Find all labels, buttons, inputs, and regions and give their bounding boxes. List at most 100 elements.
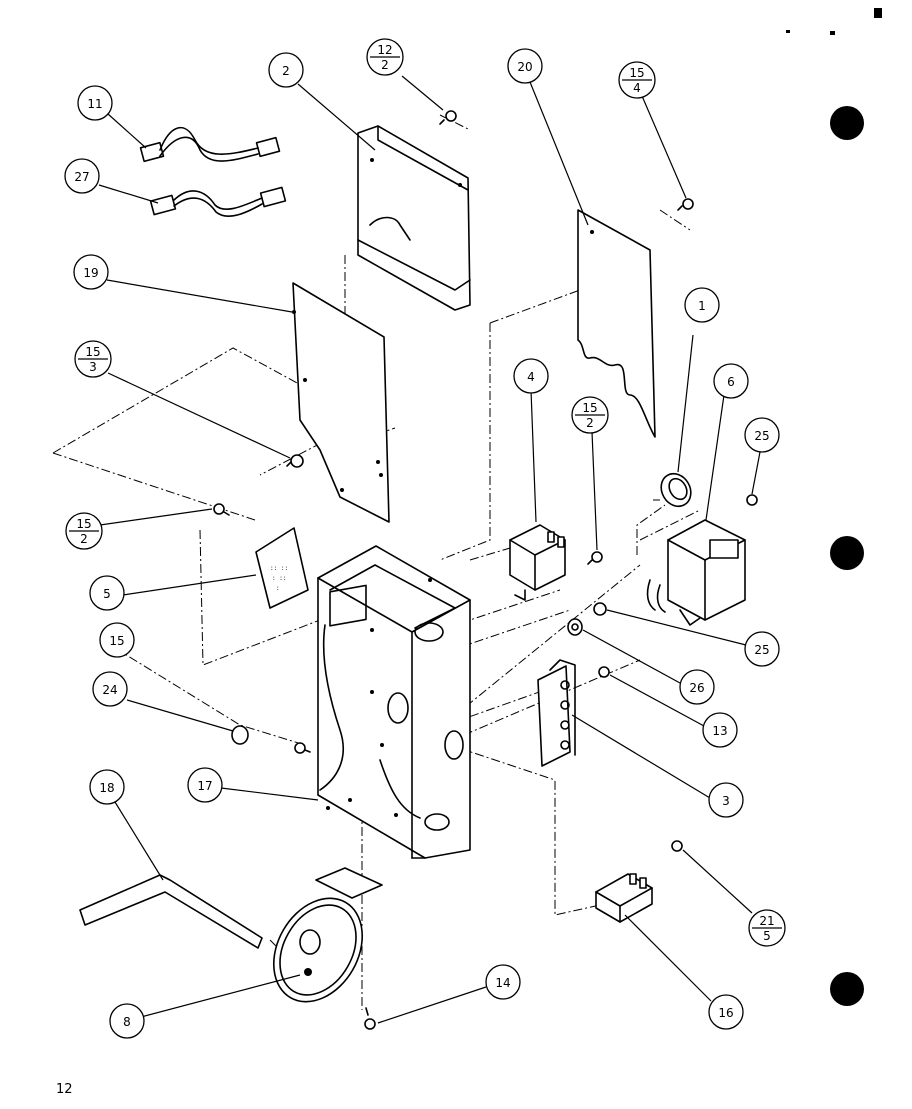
cover-2 [357, 125, 471, 311]
svg-text:24: 24 [102, 683, 117, 697]
callout-8: 8 [109, 1003, 145, 1039]
callout-1: 1 [684, 287, 720, 323]
svg-text:17: 17 [197, 779, 212, 793]
callout-13: 13 [702, 712, 738, 748]
svg-text:5: 5 [763, 929, 771, 943]
svg-text:4: 4 [527, 370, 535, 384]
callout-27: 27 [64, 158, 100, 194]
callout-5: 5 [89, 575, 125, 611]
callout-15-4: 154 [618, 61, 656, 99]
screw-25b [593, 602, 607, 616]
svg-text:13: 13 [712, 724, 727, 738]
svg-text:14: 14 [495, 976, 510, 990]
callout-20: 20 [507, 48, 543, 84]
svg-text:5: 5 [103, 587, 111, 601]
callout-bubbles: 2 122 20 154 11 27 19 153 1 4 152 6 25 1… [64, 38, 786, 1039]
callout-18: 18 [89, 769, 125, 805]
svg-text:25: 25 [754, 643, 769, 657]
svg-text:2: 2 [282, 64, 290, 78]
binder-holes [786, 8, 882, 1006]
svg-text:1: 1 [698, 299, 706, 313]
svg-text:20: 20 [517, 60, 532, 74]
callout-15-2a: 152 [65, 512, 103, 550]
leader-lines [98, 75, 761, 1024]
washer-26 [567, 618, 583, 636]
svg-text:21: 21 [759, 914, 774, 928]
svg-text:8: 8 [123, 1015, 131, 1029]
screw-15-2b [587, 551, 603, 565]
svg-text:6: 6 [727, 375, 735, 389]
svg-text:15: 15 [85, 345, 100, 359]
callout-2: 2 [268, 52, 304, 88]
plug-24 [231, 725, 249, 745]
callout-12-2: 122 [366, 38, 404, 76]
svg-text:3: 3 [722, 794, 730, 808]
screw-15-3 [286, 454, 304, 468]
speck [874, 8, 882, 18]
svg-text::: : [276, 585, 280, 592]
svg-text::: ::: :: :: [270, 565, 288, 572]
wire-harness-27 [149, 186, 287, 217]
callout-3: 3 [708, 782, 744, 818]
binder-hole-top [830, 106, 864, 140]
callout-11: 11 [77, 85, 113, 121]
svg-text:25: 25 [754, 429, 769, 443]
relay-4 [509, 524, 566, 601]
screw-12-2 [439, 110, 457, 125]
wire-harness-11 [139, 126, 281, 163]
svg-text:15: 15 [582, 401, 597, 415]
screw-14 [364, 1007, 376, 1030]
page-number: 12 [56, 1082, 73, 1097]
screws [213, 110, 758, 1030]
screw-13 [598, 666, 610, 678]
screw-25a [746, 494, 758, 506]
svg-text:2: 2 [381, 58, 389, 72]
screw-15 [294, 742, 311, 754]
callout-15-2b: 152 [571, 396, 609, 434]
svg-text:2: 2 [80, 532, 88, 546]
binder-hole-bottom [830, 972, 864, 1006]
callout-25a: 25 [744, 417, 780, 453]
callout-14: 14 [485, 964, 521, 1000]
speck [830, 31, 835, 35]
screw-15-2a [213, 503, 230, 516]
callout-26: 26 [679, 669, 715, 705]
svg-text:4: 4 [633, 81, 641, 95]
svg-text:15: 15 [76, 517, 91, 531]
callout-4: 4 [513, 358, 549, 394]
circuit-board-5: :: ::: ::: [255, 527, 309, 609]
callout-21-5: 215 [748, 909, 786, 947]
svg-text:27: 27 [74, 170, 89, 184]
svg-text:18: 18 [99, 781, 114, 795]
callout-25b: 25 [744, 631, 780, 667]
callout-15: 15 [99, 622, 135, 658]
control-box [317, 545, 471, 859]
terminal-strip-3 [537, 659, 576, 767]
svg-text:3: 3 [89, 360, 97, 374]
transformer-6 [646, 519, 746, 626]
callout-15-3: 153 [74, 340, 112, 378]
relay-16 [595, 873, 653, 923]
svg-text:15: 15 [629, 66, 644, 80]
panel-20 [577, 209, 656, 438]
svg-text:26: 26 [689, 681, 704, 695]
callout-17: 17 [187, 767, 223, 803]
callout-24: 24 [92, 671, 128, 707]
screw-21-5 [671, 840, 683, 852]
svg-text:2: 2 [586, 416, 594, 430]
binder-hole-middle [830, 536, 864, 570]
callout-16: 16 [708, 994, 744, 1030]
svg-text:15: 15 [109, 634, 124, 648]
svg-text:11: 11 [87, 97, 102, 111]
speck [786, 30, 790, 33]
blower-8 [272, 867, 383, 1003]
callout-19: 19 [73, 254, 109, 290]
svg-text:12: 12 [377, 43, 392, 57]
svg-text:16: 16 [718, 1006, 733, 1020]
bushing-1 [660, 472, 692, 508]
svg-text:: ::: : :: [272, 575, 286, 582]
callout-6: 6 [713, 363, 749, 399]
tube-18 [79, 874, 263, 949]
screw-15-4 [677, 198, 694, 211]
